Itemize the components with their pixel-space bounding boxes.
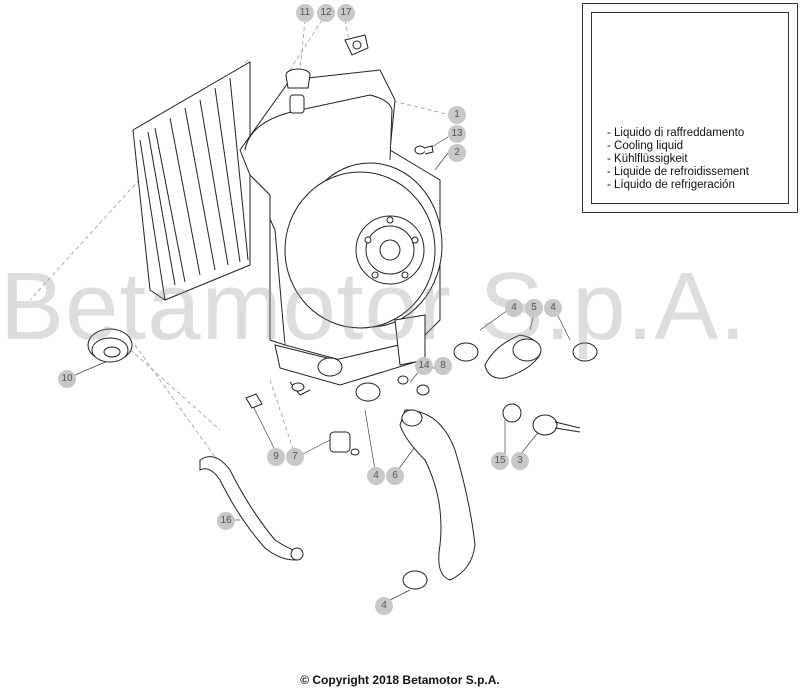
- legend-item-es: - Líquido de refrigeración: [607, 179, 735, 191]
- washer-14: [397, 375, 409, 385]
- legend-box: - Liquido di raffreddamento - Cooling li…: [582, 3, 798, 213]
- rubber-7: [329, 431, 360, 456]
- callout-8[interactable]: 8: [434, 357, 452, 375]
- bolt-9: [245, 393, 263, 409]
- callout-12[interactable]: 12: [317, 4, 335, 22]
- callout-16[interactable]: 16: [217, 512, 235, 530]
- legend-inner-border: [591, 12, 789, 204]
- callout-13[interactable]: 13: [448, 125, 466, 143]
- callout-14[interactable]: 14: [415, 357, 433, 375]
- callout-9[interactable]: 9: [267, 448, 285, 466]
- legend-item-fr: - Liquide de refroidissement: [607, 166, 749, 178]
- callout-4-middle[interactable]: 4: [367, 467, 385, 485]
- callout-1[interactable]: 1: [448, 106, 466, 124]
- callout-3[interactable]: 3: [511, 452, 529, 470]
- clip-15: [502, 403, 522, 423]
- legend-item-it: - Liquido di raffreddamento: [607, 127, 745, 139]
- radiator-bottom: [274, 314, 426, 396]
- callout-15[interactable]: 15: [491, 452, 509, 470]
- cooling-fan: [284, 162, 443, 329]
- callout-5[interactable]: 5: [525, 299, 543, 317]
- callout-17[interactable]: 17: [337, 4, 355, 22]
- hose-16: [199, 456, 304, 561]
- hose-6: [399, 409, 476, 581]
- callout-11[interactable]: 11: [296, 4, 314, 22]
- sensor-3: [532, 414, 581, 436]
- callout-4-upper-right[interactable]: 4: [544, 299, 562, 317]
- legend-item-en: - Cooling liquid: [607, 140, 684, 152]
- hose-5: [484, 334, 542, 379]
- legend-item-de: - Kühlflüssigkeit: [607, 153, 688, 165]
- callout-7[interactable]: 7: [286, 448, 304, 466]
- clamp-17: [344, 34, 369, 56]
- radiator-cap: [87, 328, 133, 363]
- radiator-shroud: [132, 61, 251, 301]
- bolt-13: [414, 145, 434, 155]
- callout-10[interactable]: 10: [58, 370, 76, 388]
- callout-6[interactable]: 6: [386, 467, 404, 485]
- callout-4-bottom[interactable]: 4: [375, 597, 393, 615]
- hose-clamps: [355, 342, 598, 590]
- nut-8: [416, 384, 430, 396]
- callout-4-upper-left[interactable]: 4: [505, 299, 523, 317]
- callout-2[interactable]: 2: [448, 144, 466, 162]
- legend-list: - Liquido di raffreddamento - Cooling li…: [607, 127, 749, 192]
- copyright-notice: © Copyright 2018 Betamotor S.p.A.: [300, 673, 500, 687]
